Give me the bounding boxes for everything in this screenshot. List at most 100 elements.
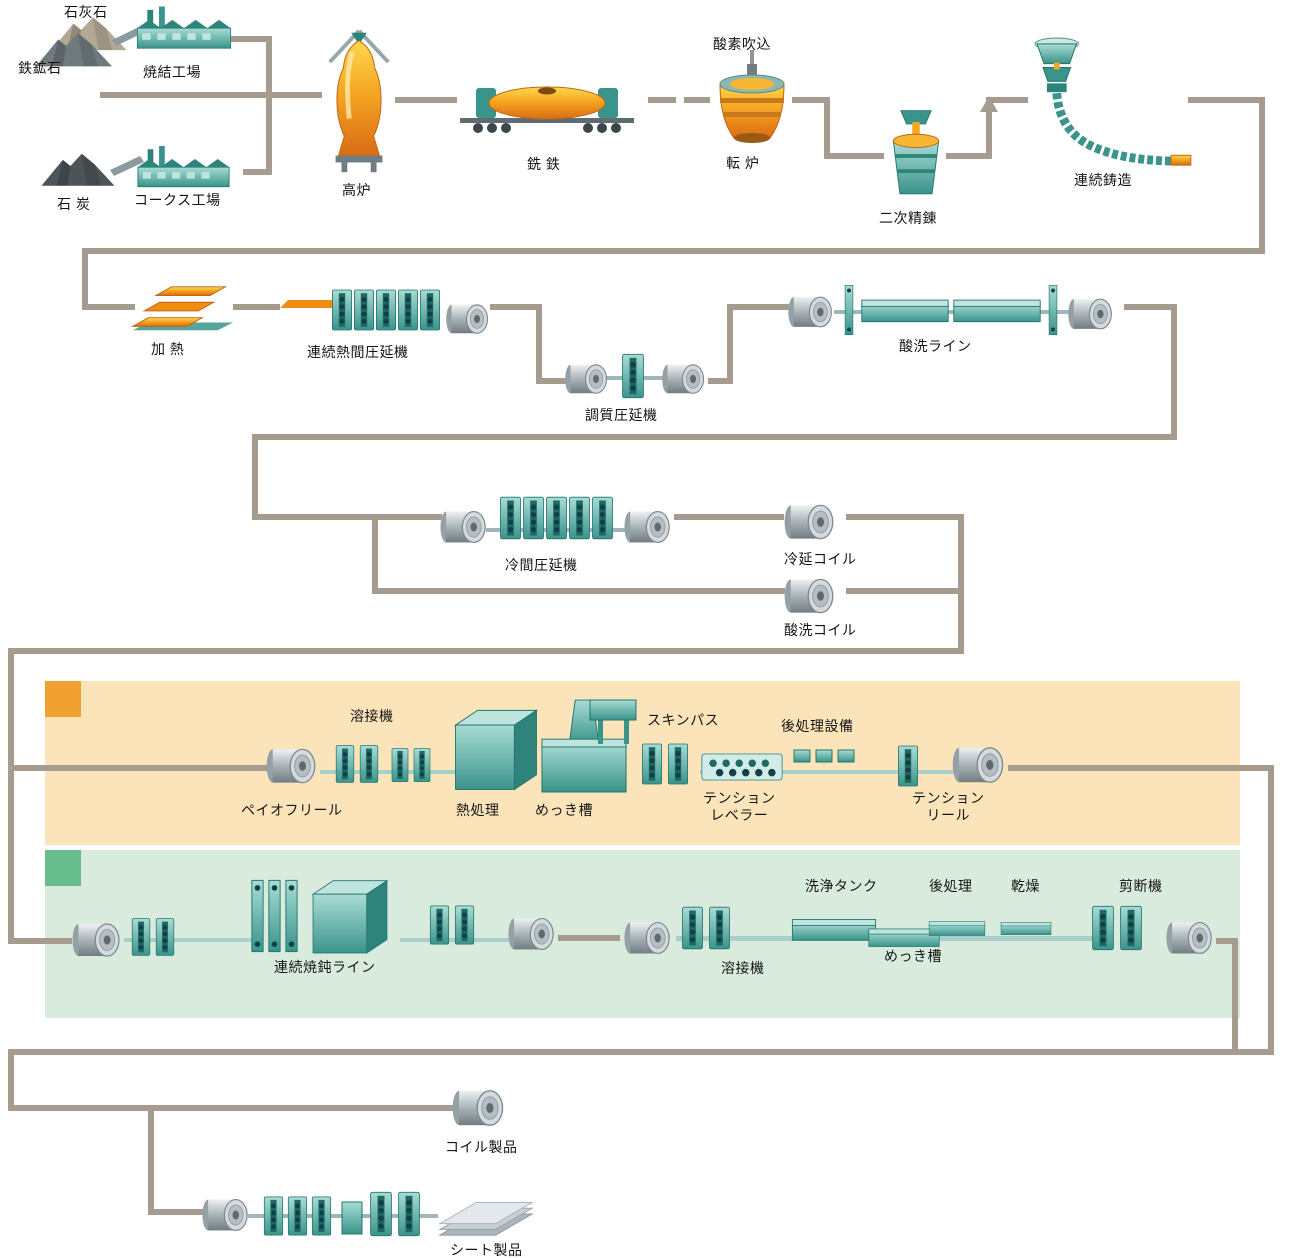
connector [8, 1105, 454, 1111]
cleaning-tank [791, 919, 877, 941]
pickling-tank [953, 299, 1041, 323]
post-treatment-unit [793, 749, 811, 763]
connector [1268, 765, 1274, 1055]
label-temper-mill: 調質圧延機 [585, 407, 658, 423]
tension-leveler-rolls [701, 753, 783, 781]
connector [148, 1209, 206, 1215]
flow-arrow-up [980, 96, 998, 112]
connector [727, 304, 789, 310]
label-tension-reel-line2: リール [926, 806, 970, 823]
label-welder-plating: 溶接機 [350, 708, 394, 724]
label-coke-plant: コークス工場 [134, 192, 221, 208]
welder-stand [709, 906, 730, 950]
shear-stand [398, 1191, 420, 1237]
entry-stand [155, 918, 175, 956]
connector [82, 248, 88, 310]
exit-stand [429, 905, 450, 945]
connector [243, 169, 272, 175]
coal-pile [41, 153, 115, 186]
label-post-treatment: 後処理 [929, 878, 973, 894]
connector [1008, 765, 1274, 771]
strip [834, 310, 1070, 314]
welder-stand [413, 747, 431, 783]
shear-stand [370, 1191, 392, 1237]
label-pickled-coil: 酸洗コイル [784, 622, 857, 638]
connector [946, 153, 992, 159]
shear-stand [1120, 905, 1142, 951]
connector [536, 378, 566, 384]
entry-stand [131, 918, 151, 956]
mill-stand [591, 496, 614, 540]
connector [372, 514, 378, 594]
mill-stand [287, 1196, 308, 1236]
coil [445, 304, 489, 334]
connector [684, 97, 710, 103]
label-hot-strip-mill: 連続熱間圧延機 [307, 344, 409, 360]
connector [148, 1105, 154, 1215]
pickling-line [787, 284, 1112, 336]
coil-product [451, 1090, 504, 1126]
heating-slabs [132, 286, 234, 331]
connector [674, 514, 784, 520]
label-payoff-reel: ペイオフリール [241, 802, 343, 818]
temper-mill [564, 353, 705, 399]
strip [124, 938, 254, 942]
label-cold-mill: 冷間圧延機 [505, 557, 578, 573]
connector [986, 97, 1028, 103]
label-iron-ore: 鉄鉱石 [18, 60, 62, 76]
hot-strip-mill [280, 289, 489, 334]
connector [8, 1049, 14, 1111]
connector [8, 648, 14, 944]
label-continuous-casting: 連続鋳造 [1074, 172, 1132, 188]
label-tension-leveler: テンション レベラー [703, 790, 776, 824]
coil [623, 510, 670, 544]
connector [648, 97, 676, 103]
label-skin-pass: スキンパス [647, 712, 720, 728]
label-coal: 石 炭 [57, 196, 91, 212]
connector [1188, 97, 1265, 103]
connector [252, 514, 442, 520]
cold-rolled-coil [783, 504, 834, 540]
label-heat-treatment: 熱処理 [456, 802, 500, 818]
tension-reel-stand [897, 745, 919, 787]
connector [846, 588, 964, 594]
label-secondary-refining: 二次精錬 [879, 210, 937, 226]
secondary-refining-ladle [892, 110, 940, 195]
label-sintering-plant: 焼結工場 [143, 64, 201, 80]
exit-stand [454, 905, 475, 945]
label-plating-bath-annealing: めっき槽 [884, 948, 942, 964]
welder-stand [359, 745, 379, 783]
label-welder-annealing: 溶接機 [721, 960, 765, 976]
welder-stand [335, 745, 355, 783]
connector [395, 97, 457, 103]
sheet-finishing-line [201, 1191, 533, 1237]
mill-stand [331, 289, 353, 331]
connector [792, 97, 830, 103]
coil [564, 364, 608, 394]
label-coil-product: コイル製品 [445, 1139, 518, 1155]
converter-vessel [719, 64, 785, 144]
annealing-line-machines [71, 879, 1212, 957]
hot-strip [280, 300, 344, 308]
mill-stand [499, 496, 522, 540]
label-pig-iron: 銑 鉄 [527, 156, 561, 172]
connector [252, 434, 258, 520]
looper-column [251, 879, 264, 953]
coil [661, 364, 705, 394]
coil [1067, 298, 1112, 330]
riser [624, 720, 629, 744]
cold-mill [439, 496, 670, 544]
connector [8, 938, 72, 944]
label-converter: 転 炉 [726, 155, 760, 171]
mill-stand [397, 289, 419, 331]
plating-line-machines [265, 699, 1004, 793]
entry-coil [623, 921, 670, 955]
looper-tower [1048, 284, 1058, 336]
plating-bath-tank [868, 928, 940, 948]
connector [824, 153, 884, 159]
label-sheet-product: シート製品 [450, 1242, 523, 1258]
connector [536, 304, 542, 384]
post-treatment-unit [837, 749, 855, 763]
pickling-tank [861, 299, 949, 323]
